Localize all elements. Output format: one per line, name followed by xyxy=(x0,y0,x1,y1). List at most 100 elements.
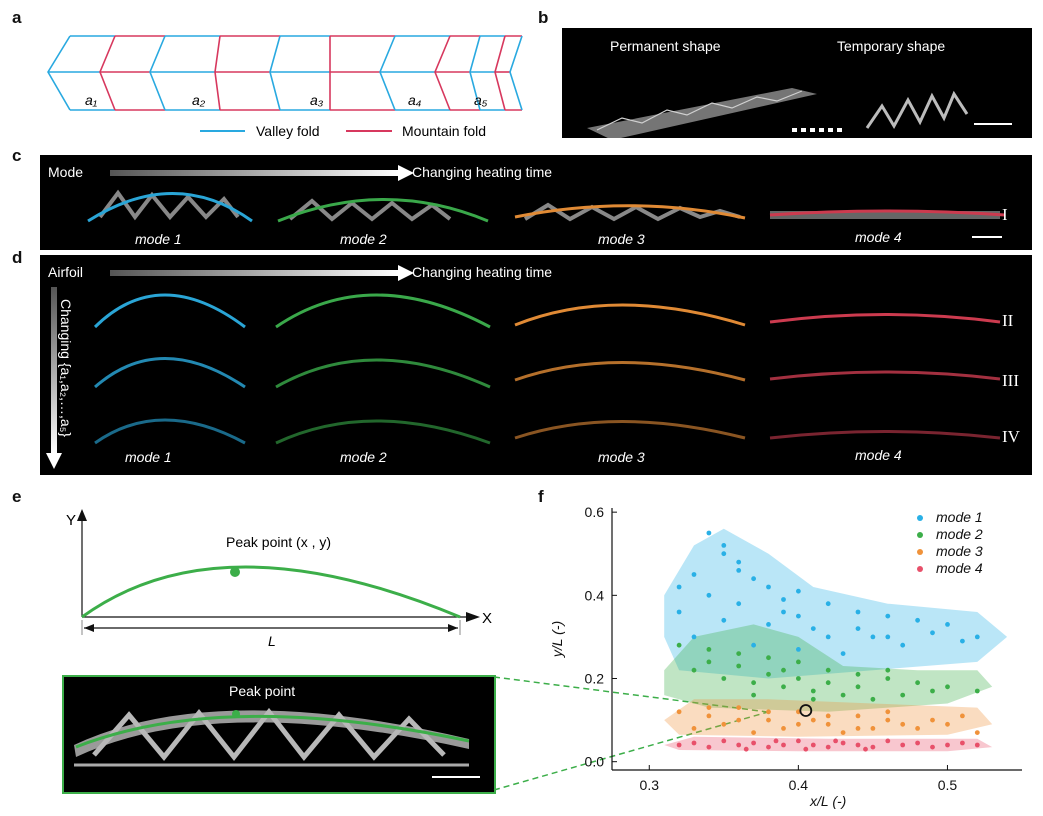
point-mode-1-3 xyxy=(691,572,697,577)
heating-time-arrow xyxy=(110,165,414,181)
point-mode-2-13 xyxy=(751,680,756,686)
y-tick-label-2: 0.4 xyxy=(585,587,605,603)
valley-fold-legend-label: Valley fold xyxy=(256,123,320,139)
y-axis-title: y/L (-) xyxy=(549,621,565,658)
point-mode-3-18 xyxy=(900,721,906,727)
point-mode-3-1 xyxy=(706,713,712,719)
point-mode-4-15 xyxy=(900,742,906,748)
point-mode-3-9 xyxy=(945,721,950,727)
point-mode-1-20 xyxy=(751,642,756,648)
y-axis-label: Y xyxy=(66,512,76,529)
point-mode-2-20 xyxy=(736,663,742,669)
point-mode-4-18 xyxy=(945,742,950,748)
point-mode-2-14 xyxy=(781,684,786,690)
panel-label-c: c xyxy=(12,146,22,165)
point-mode-3-15 xyxy=(810,717,816,723)
point-mode-4-21 xyxy=(743,746,749,752)
point-mode-4-16 xyxy=(915,740,920,746)
segment-label-a2: a₂ xyxy=(192,92,206,108)
point-mode-1-4 xyxy=(751,576,756,582)
mode-shapes xyxy=(87,189,1006,238)
y-tick-label-0: 0.0 xyxy=(585,754,605,770)
point-mode-3-27 xyxy=(960,713,965,719)
point-mode-4-7 xyxy=(781,742,786,748)
point-mode-1-27 xyxy=(825,634,831,640)
panel-label-b: b xyxy=(538,8,549,27)
point-mode-2-11 xyxy=(691,667,697,673)
point-mode-2-9 xyxy=(945,684,950,690)
x-tick-label-2: 0.5 xyxy=(938,777,958,793)
point-mode-2-29 xyxy=(751,692,756,698)
point-mode-3-25 xyxy=(885,709,891,715)
point-mode-2-1 xyxy=(706,647,712,652)
changing-vertical-arrow xyxy=(46,287,62,469)
panel-label-e: e xyxy=(12,487,22,506)
point-mode-1-24 xyxy=(930,630,935,636)
point-mode-3-22 xyxy=(796,721,801,727)
point-mode-1-25 xyxy=(721,617,727,623)
point-mode-4-22 xyxy=(773,738,779,744)
legend-label-0: mode 1 xyxy=(936,509,983,525)
fold-pattern-diagram: a₁ a₂ a₃ a₄ a₅ Valley fold Mountain fold xyxy=(47,35,523,139)
point-mode-1-5 xyxy=(766,584,771,590)
roman-numeral-ii: II xyxy=(1002,311,1014,330)
point-mode-4-8 xyxy=(796,738,801,744)
legend-label-1: mode 2 xyxy=(936,526,983,542)
region-mode-1 xyxy=(664,528,1008,679)
point-mode-3-6 xyxy=(855,713,861,719)
point-mode-3-12 xyxy=(721,721,727,727)
segment-label-a3: a₃ xyxy=(310,92,324,108)
peak-point-label: Peak point (x , y) xyxy=(226,534,331,550)
mode-d-label-2: mode 2 xyxy=(340,449,387,465)
point-mode-1-33 xyxy=(721,551,727,557)
point-mode-3-3 xyxy=(766,717,771,723)
point-mode-1-6 xyxy=(796,588,801,594)
point-mode-1-2 xyxy=(736,559,742,565)
point-mode-1-8 xyxy=(855,609,861,615)
point-mode-3-2 xyxy=(736,705,742,710)
mode-c-label-2: mode 2 xyxy=(340,231,387,247)
mode-d-label-3: mode 3 xyxy=(598,449,645,465)
point-mode-1-31 xyxy=(960,638,965,644)
point-mode-4-19 xyxy=(960,740,965,746)
heating-time-label: Changing heating time xyxy=(412,164,553,180)
point-mode-2-18 xyxy=(900,692,906,698)
point-mode-1-26 xyxy=(766,622,771,627)
mode-d-label-1: mode 1 xyxy=(125,449,172,465)
shape-photos xyxy=(587,88,1012,138)
point-mode-3-19 xyxy=(930,717,935,723)
point-mode-4-4 xyxy=(736,742,742,748)
point-mode-2-12 xyxy=(721,676,727,681)
mode-panel: Mode Changing heating time mode 1 mode 2… xyxy=(40,155,1032,250)
point-mode-3-16 xyxy=(840,730,846,735)
point-mode-3-8 xyxy=(915,726,920,731)
point-mode-2-8 xyxy=(915,680,920,686)
peak-point-diagram: Y X Peak point (x , y) L xyxy=(66,509,492,649)
point-mode-3-24 xyxy=(855,726,861,731)
mode-d-label-4: mode 4 xyxy=(855,447,902,463)
point-mode-2-3 xyxy=(766,655,771,661)
legend-label-2: mode 3 xyxy=(936,543,983,559)
segment-label-a4: a₄ xyxy=(408,92,422,108)
point-mode-1-21 xyxy=(796,647,801,652)
point-mode-4-9 xyxy=(810,742,816,748)
airfoil-heating-label: Changing heating time xyxy=(412,264,553,280)
y-tick-label-3: 0.6 xyxy=(585,504,605,520)
point-mode-4-6 xyxy=(766,744,771,750)
point-mode-4-23 xyxy=(803,746,809,752)
point-mode-3-11 xyxy=(691,726,697,731)
mountain-fold-legend-label: Mountain fold xyxy=(402,123,486,139)
point-mode-2-0 xyxy=(676,642,682,648)
airfoil-label: Airfoil xyxy=(48,264,84,280)
point-mode-1-13 xyxy=(870,634,876,640)
point-mode-2-15 xyxy=(810,688,816,694)
roman-numeral-iii: III xyxy=(1002,371,1019,390)
point-mode-3-21 xyxy=(766,709,771,715)
point-mode-3-14 xyxy=(781,726,786,731)
mode-label: Mode xyxy=(48,164,84,180)
permanent-shape-label: Permanent shape xyxy=(610,38,721,54)
highlight-point xyxy=(799,704,813,717)
point-mode-1-29 xyxy=(781,597,786,602)
